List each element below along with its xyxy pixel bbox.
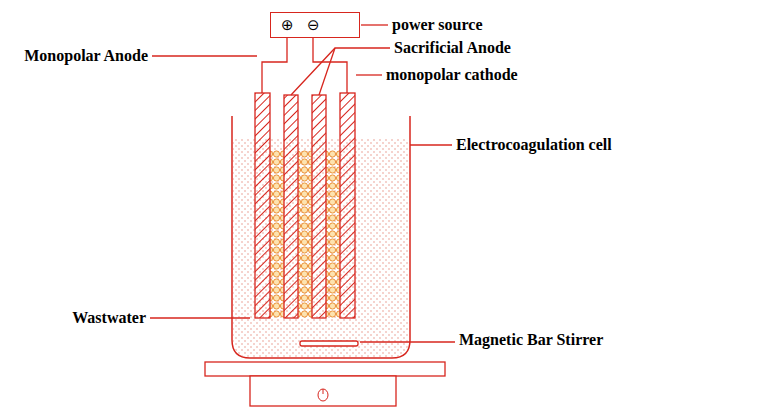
stirrer-plate (205, 362, 445, 376)
component-label: Sacrificial Anode (394, 38, 511, 58)
control-knob (318, 389, 328, 401)
leader-line (360, 341, 455, 342)
component-label: Magnetic Bar Stirrer (459, 330, 603, 350)
gas-bubbles (298, 150, 312, 318)
gas-bubbles (326, 150, 340, 318)
stirrer-base (250, 376, 396, 406)
anode-plate (255, 93, 270, 318)
component-label: Monopolar Anode (24, 46, 148, 66)
leader-line (410, 144, 452, 145)
leader-line (150, 317, 250, 318)
control-knob (323, 389, 324, 394)
leader-line (361, 24, 388, 25)
component-label: power source (392, 15, 483, 35)
stir-bar (300, 341, 358, 346)
anode-wire (262, 38, 287, 93)
sacrificial-plate (284, 95, 298, 318)
sacrificial-plate (312, 95, 326, 318)
leader-line (356, 74, 382, 75)
component-label: Wastwater (72, 308, 146, 328)
leader-line (291, 48, 390, 95)
leader-line (152, 55, 257, 56)
polarity-symbol: ⊕ (281, 16, 294, 34)
leader-line (319, 48, 335, 95)
component-label: Electrocoagulation cell (456, 135, 612, 155)
polarity-symbol: ⊖ (307, 16, 320, 34)
gas-bubbles (270, 150, 284, 318)
component-label: monopolar cathode (386, 65, 518, 85)
power-source-box: ⊕⊖ (270, 12, 360, 38)
cathode-plate (340, 93, 355, 318)
